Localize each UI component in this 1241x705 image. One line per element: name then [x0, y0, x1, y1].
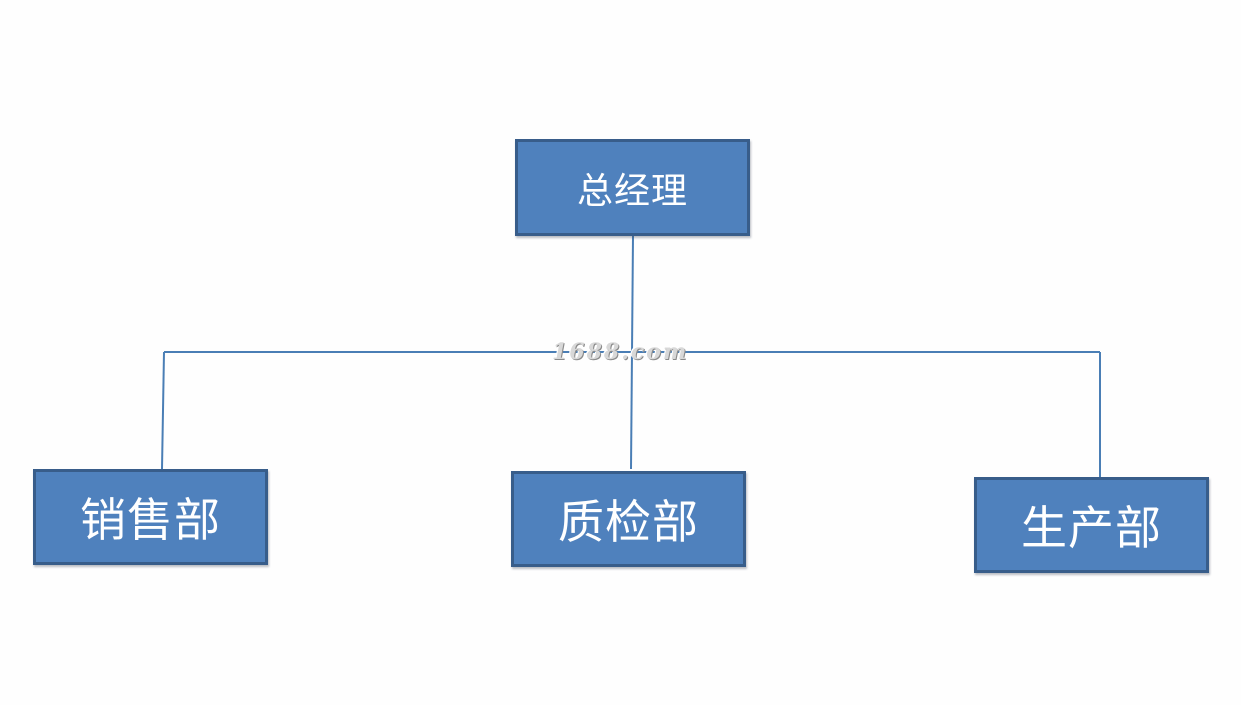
node-sales-department: 销售部 — [33, 469, 268, 565]
node-quality-inspection-department: 质检部 — [511, 471, 746, 567]
node-production-department-label: 生产部 — [1021, 501, 1162, 555]
node-sales-department-label: 销售部 — [80, 493, 221, 547]
node-quality-inspection-department-label: 质检部 — [558, 495, 699, 549]
watermark: 1688.com — [552, 339, 689, 365]
connector-to-sales — [161, 351, 165, 470]
node-general-manager-label: 总经理 — [576, 170, 688, 212]
node-general-manager: 总经理 — [515, 139, 750, 236]
node-production-department: 生产部 — [974, 477, 1209, 573]
